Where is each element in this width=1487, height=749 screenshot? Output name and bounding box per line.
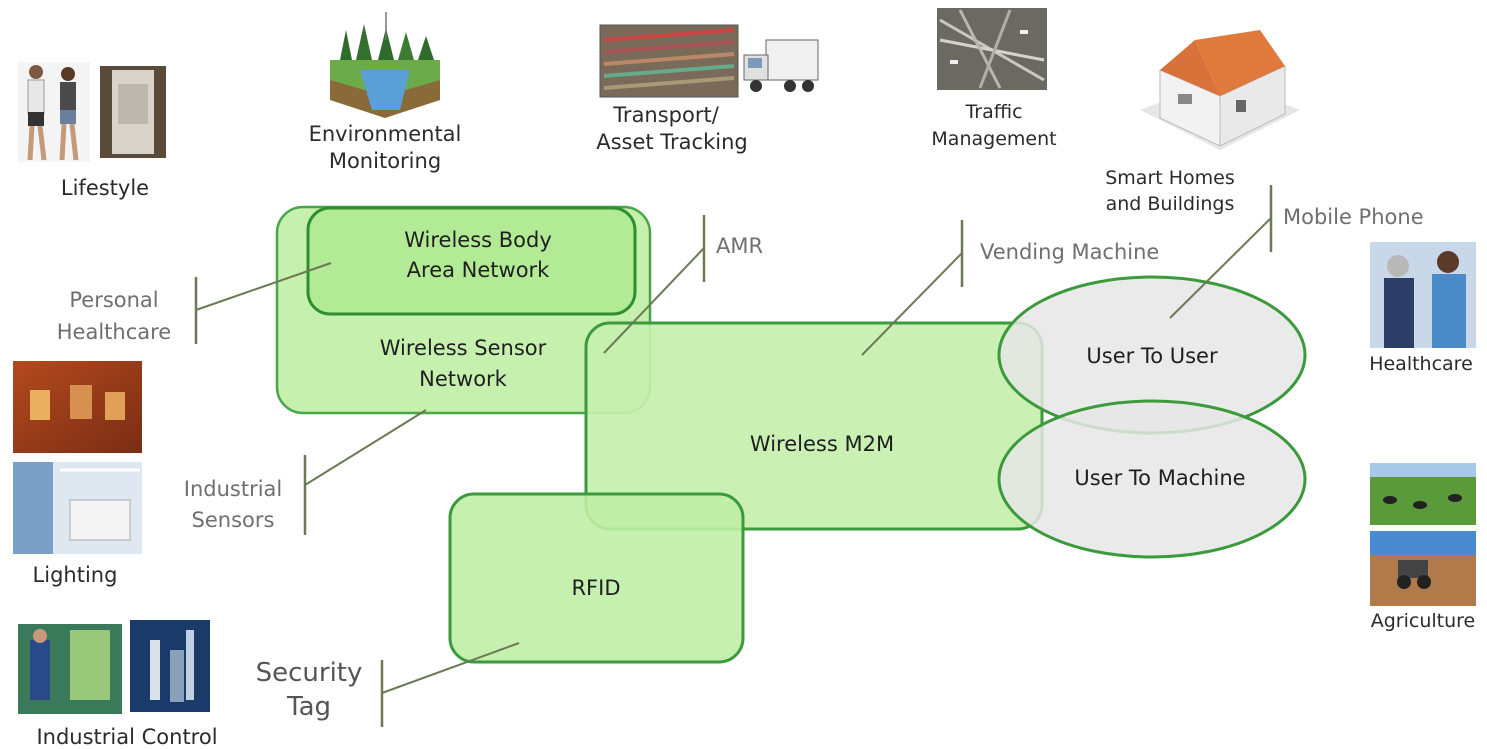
lighting-label: Lighting bbox=[33, 563, 118, 587]
wban-label-line2: Area Network bbox=[407, 258, 551, 282]
environment-photo bbox=[330, 12, 440, 118]
healthcare-photo bbox=[1370, 242, 1476, 348]
lifestyle-label: Lifestyle bbox=[61, 176, 149, 200]
industrial-sensors-label-line2: Sensors bbox=[192, 508, 275, 532]
mobile-phone-label: Mobile Phone bbox=[1283, 205, 1424, 229]
vending-machine-label: Vending Machine bbox=[980, 240, 1159, 264]
m2m-label: Wireless M2M bbox=[750, 432, 894, 456]
traffic-label-line1: Traffic bbox=[964, 101, 1022, 123]
amr-label: AMR bbox=[716, 234, 763, 258]
transport-label-line1: Transport/ bbox=[612, 103, 720, 127]
wireless-body-area-network-region bbox=[306, 206, 637, 316]
user-to-machine-region bbox=[997, 399, 1307, 559]
rfid-region bbox=[448, 492, 745, 664]
user-to-user-label: User To User bbox=[1086, 344, 1218, 368]
farm-field-photo bbox=[1370, 463, 1476, 525]
environmental-label-line2: Monitoring bbox=[329, 149, 441, 173]
rail-yard-photo bbox=[599, 24, 739, 98]
environmental-label-line1: Environmental bbox=[309, 122, 462, 146]
industrial-workers-photo bbox=[18, 624, 122, 714]
industrial-sensors-label-line1: Industrial bbox=[184, 477, 283, 501]
traffic-label-line2: Management bbox=[931, 128, 1056, 150]
smart-home-photo bbox=[1140, 30, 1300, 150]
traffic-photo bbox=[937, 8, 1047, 90]
smart-homes-label-line1: Smart Homes bbox=[1105, 167, 1235, 189]
industrial-control-label: Industrial Control bbox=[36, 725, 217, 749]
device-photo bbox=[100, 66, 166, 158]
personal-healthcare-label-line1: Personal bbox=[69, 288, 158, 312]
lifestyle-photo bbox=[18, 62, 90, 162]
industrial-plant-photo bbox=[130, 620, 210, 712]
wsn-label-line2: Network bbox=[419, 367, 508, 391]
rfid-label: RFID bbox=[571, 576, 620, 600]
security-tag-label-line2: Tag bbox=[286, 692, 331, 722]
personal-healthcare-label-line2: Healthcare bbox=[57, 320, 171, 344]
user-to-machine-label: User To Machine bbox=[1074, 466, 1245, 490]
smart-homes-label-line2: and Buildings bbox=[1106, 193, 1235, 215]
tractor-photo bbox=[1370, 531, 1476, 606]
gallery-lighting-photo bbox=[13, 361, 142, 453]
transport-label-line2: Asset Tracking bbox=[596, 130, 748, 154]
truck-photo bbox=[743, 39, 819, 92]
security-tag-label-line1: Security bbox=[256, 658, 363, 688]
wban-label-line1: Wireless Body bbox=[404, 228, 552, 252]
office-lighting-photo bbox=[13, 462, 142, 554]
wsn-label-line1: Wireless Sensor bbox=[380, 336, 547, 360]
agriculture-label: Agriculture bbox=[1371, 610, 1476, 632]
healthcare-label: Healthcare bbox=[1369, 353, 1473, 375]
